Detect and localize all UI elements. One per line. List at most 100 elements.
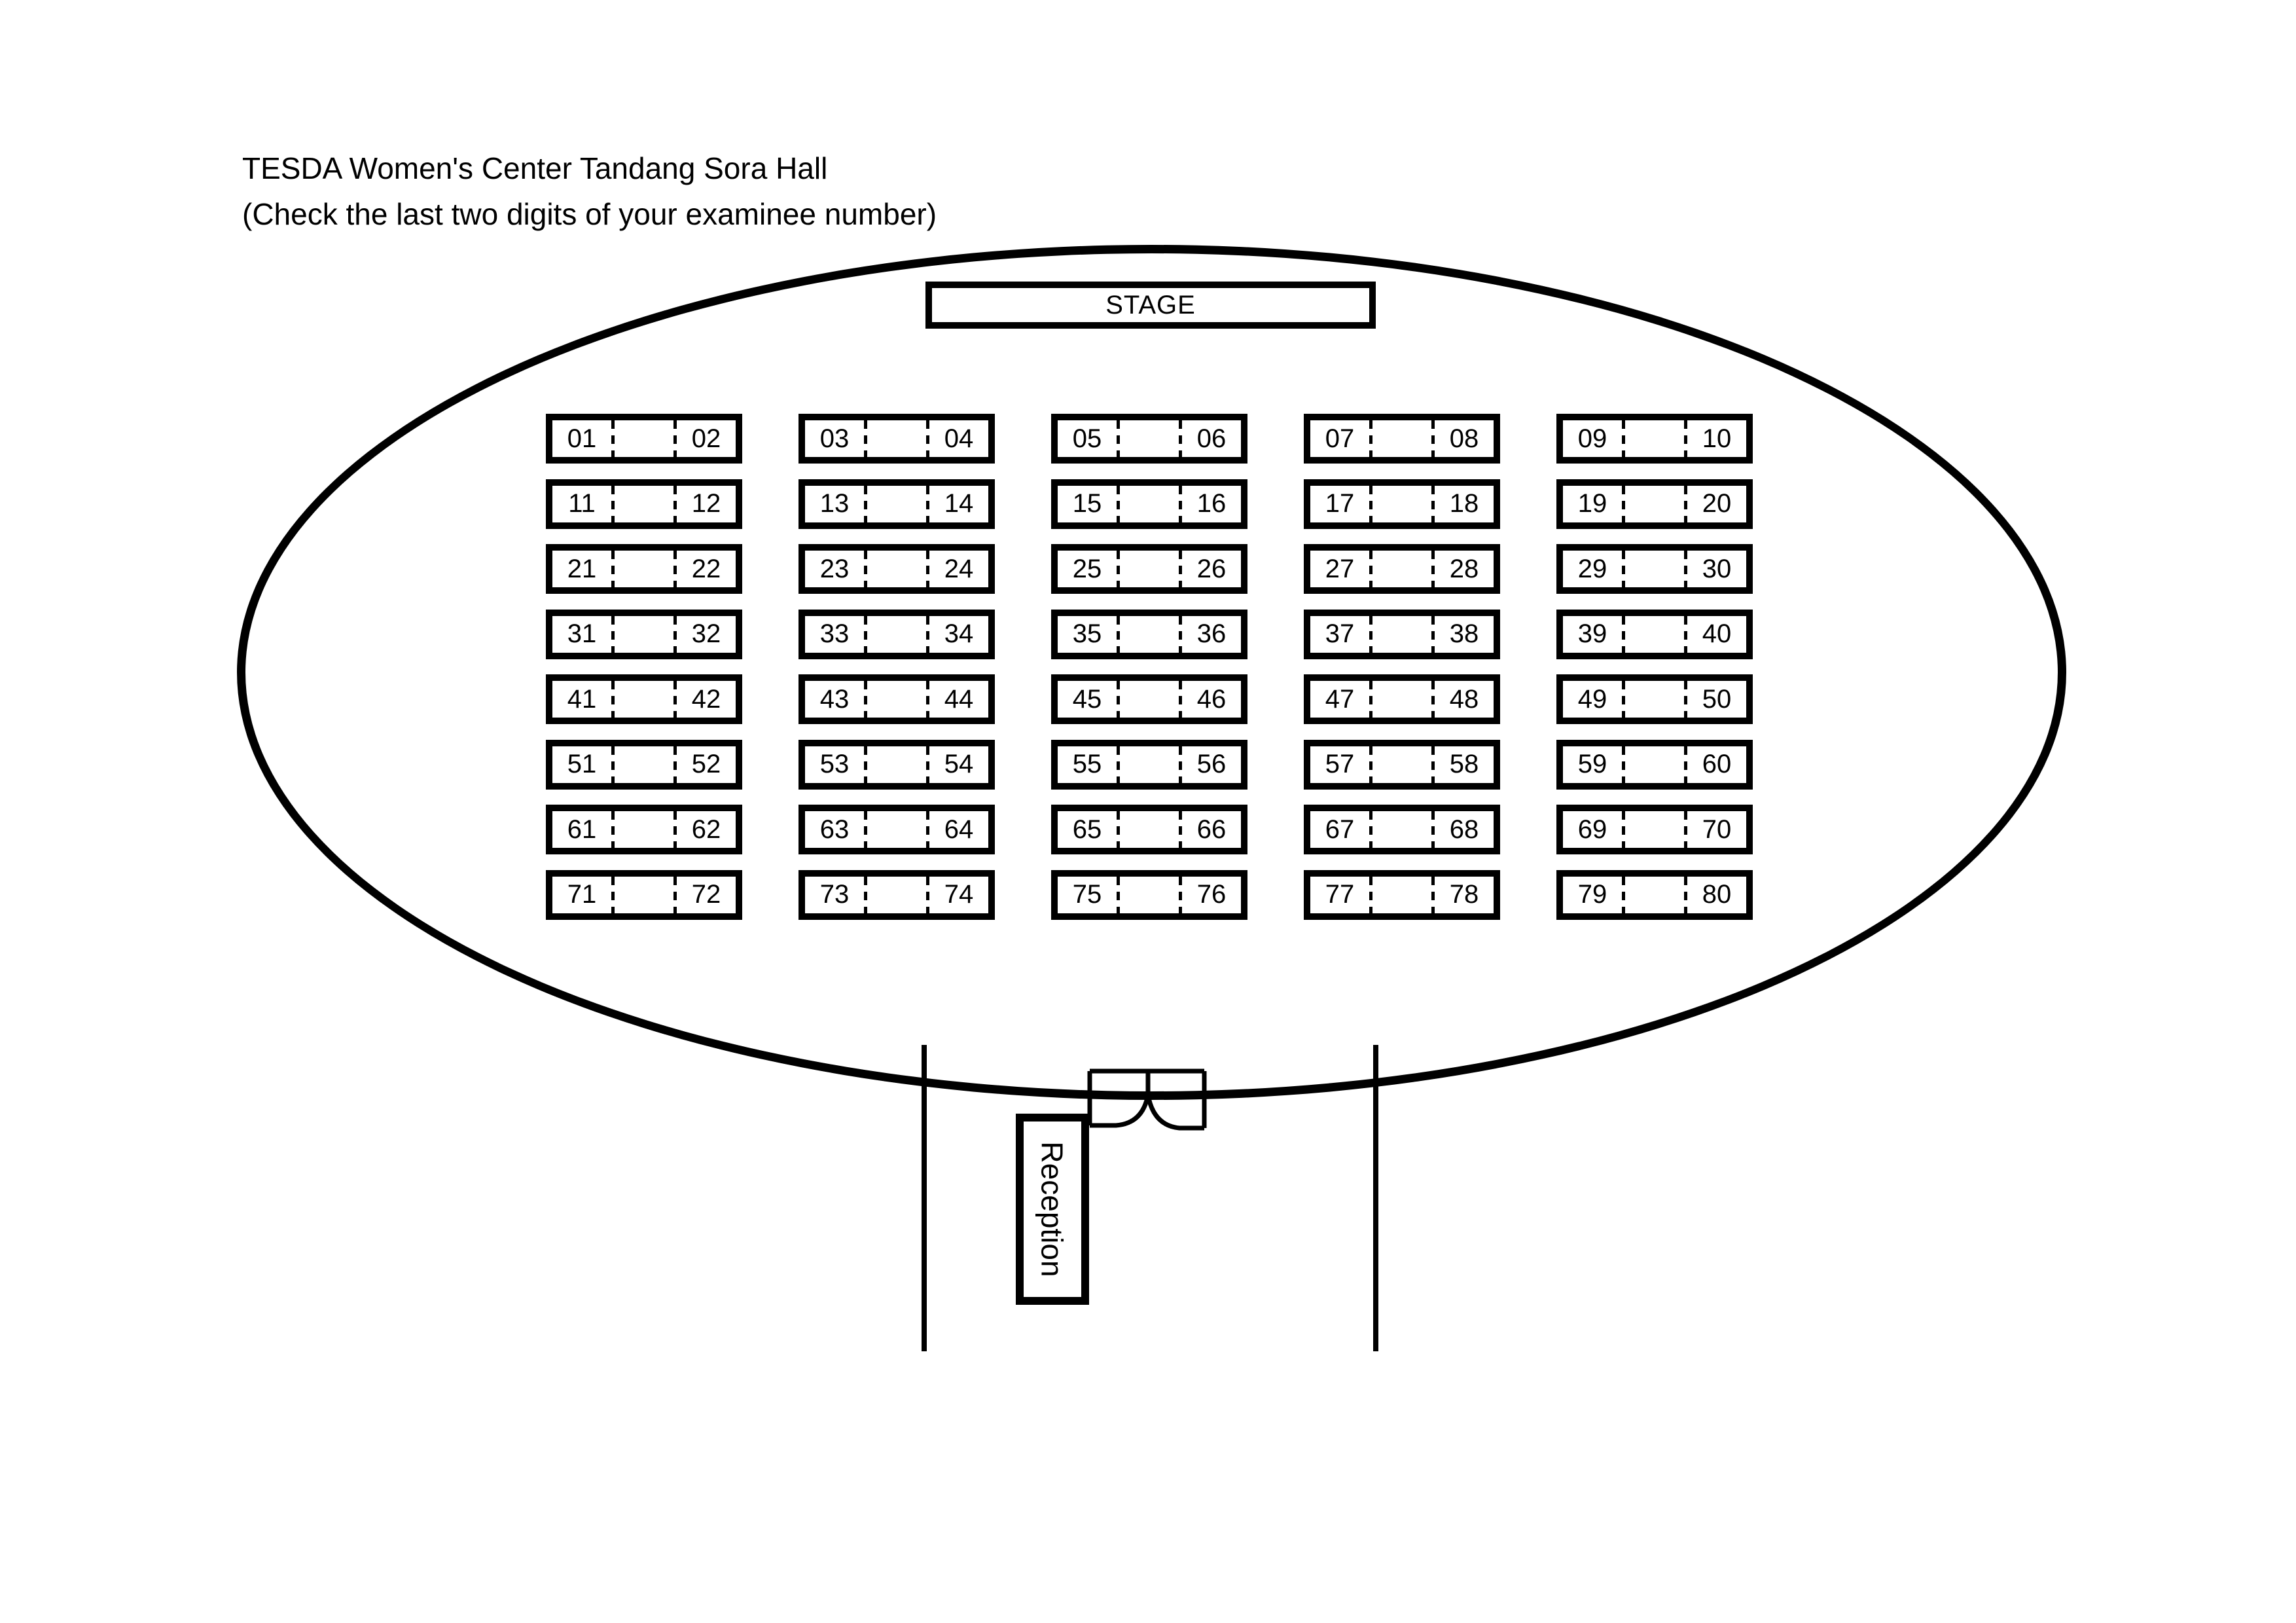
- seat-number-right: 04: [944, 424, 974, 453]
- seat-divider: [864, 681, 867, 718]
- seat-number-left: 13: [819, 489, 850, 518]
- seat-divider: [1622, 420, 1625, 457]
- seat-number-left: 47: [1325, 684, 1355, 714]
- seat-divider: [1684, 485, 1687, 522]
- seat-number-left: 33: [819, 619, 850, 648]
- seat-middle-cell: [1120, 486, 1179, 522]
- seat-divider: [1117, 615, 1120, 653]
- seat-divider: [864, 811, 867, 848]
- seat-number-left: 35: [1072, 619, 1102, 648]
- seat-middle-cell: [1625, 420, 1684, 457]
- seat-divider: [611, 811, 615, 848]
- seat-divider: [1431, 681, 1435, 718]
- seat-middle-cell: [615, 616, 673, 653]
- seat-middle-cell: [1120, 551, 1179, 587]
- seat-number-right: 10: [1702, 424, 1732, 453]
- seat-number-right: 50: [1702, 684, 1732, 714]
- seat-divider: [611, 876, 615, 913]
- seat-number-right: 38: [1449, 619, 1479, 648]
- seat-number-right: 80: [1702, 880, 1732, 909]
- entrance-wall-right: [1373, 1045, 1378, 1351]
- seat-middle-cell: [1372, 551, 1431, 587]
- seat-number-right: 02: [691, 424, 721, 453]
- seat-divider: [1117, 876, 1120, 913]
- seat-middle-cell: [615, 746, 673, 783]
- seat-number-right: 42: [691, 684, 721, 714]
- seat-divider: [1684, 551, 1687, 587]
- seat-divider: [1431, 746, 1435, 783]
- seat-number-right: 44: [944, 684, 974, 714]
- seat-divider: [1622, 811, 1625, 848]
- seat-middle-cell: [1625, 616, 1684, 653]
- seat-divider: [864, 615, 867, 653]
- seat-middle-cell: [615, 681, 673, 718]
- seat-middle-cell: [1625, 681, 1684, 718]
- double-door-icon: [1087, 1068, 1207, 1131]
- seat-divider: [1117, 811, 1120, 848]
- reception-label: Reception: [1035, 1141, 1070, 1277]
- seat-number-left: 27: [1325, 554, 1355, 583]
- seat-middle-cell: [867, 746, 926, 783]
- seat-number-left: 55: [1072, 750, 1102, 778]
- seat-divider: [926, 615, 929, 653]
- seat-number-left: 01: [567, 424, 597, 453]
- seat-number-right: 06: [1196, 424, 1227, 453]
- seat-divider: [1117, 746, 1120, 783]
- seat-divider: [864, 551, 867, 587]
- seat-divider: [1684, 420, 1687, 457]
- seat-number-left: 05: [1072, 424, 1102, 453]
- seat-number-right: 36: [1196, 619, 1227, 648]
- seat-divider: [1622, 485, 1625, 522]
- seat-number-left: 25: [1072, 554, 1102, 583]
- seat-divider: [1369, 485, 1372, 522]
- seat-middle-cell: [867, 877, 926, 913]
- seat-divider: [1179, 485, 1182, 522]
- seat-middle-cell: [1372, 746, 1431, 783]
- seat-divider: [864, 746, 867, 783]
- seat-number-left: 53: [819, 750, 850, 778]
- seat-number-right: 28: [1449, 554, 1479, 583]
- seat-divider: [1431, 876, 1435, 913]
- seat-divider: [1431, 615, 1435, 653]
- seat-number-right: 54: [944, 750, 974, 778]
- seat-number-left: 75: [1072, 880, 1102, 909]
- title-block: TESDA Women's Center Tandang Sora Hall (…: [242, 145, 937, 237]
- seat-number-left: 77: [1325, 880, 1355, 909]
- seat-number-left: 29: [1577, 554, 1607, 583]
- reception-box: Reception: [1016, 1114, 1089, 1305]
- seat-divider: [926, 485, 929, 522]
- seat-divider: [1622, 615, 1625, 653]
- seat-middle-cell: [1625, 486, 1684, 522]
- seat-divider: [611, 746, 615, 783]
- seat-number-right: 32: [691, 619, 721, 648]
- seat-number-right: 74: [944, 880, 974, 909]
- seat-middle-cell: [1372, 616, 1431, 653]
- seat-number-right: 08: [1449, 424, 1479, 453]
- seat-middle-cell: [1372, 681, 1431, 718]
- seat-number-right: 16: [1196, 489, 1227, 518]
- seat-divider: [611, 485, 615, 522]
- seat-divider: [926, 811, 929, 848]
- seat-divider: [926, 681, 929, 718]
- seat-middle-cell: [867, 420, 926, 457]
- seat-number-right: 72: [691, 880, 721, 909]
- seat-divider: [1179, 551, 1182, 587]
- seat-number-left: 71: [567, 880, 597, 909]
- seat-middle-cell: [1120, 616, 1179, 653]
- seat-middle-cell: [1120, 681, 1179, 718]
- seat-number-right: 62: [691, 814, 721, 844]
- seat-number-right: 22: [691, 554, 721, 583]
- seat-divider: [926, 876, 929, 913]
- seat-number-left: 65: [1072, 814, 1102, 844]
- seat-number-left: 07: [1325, 424, 1355, 453]
